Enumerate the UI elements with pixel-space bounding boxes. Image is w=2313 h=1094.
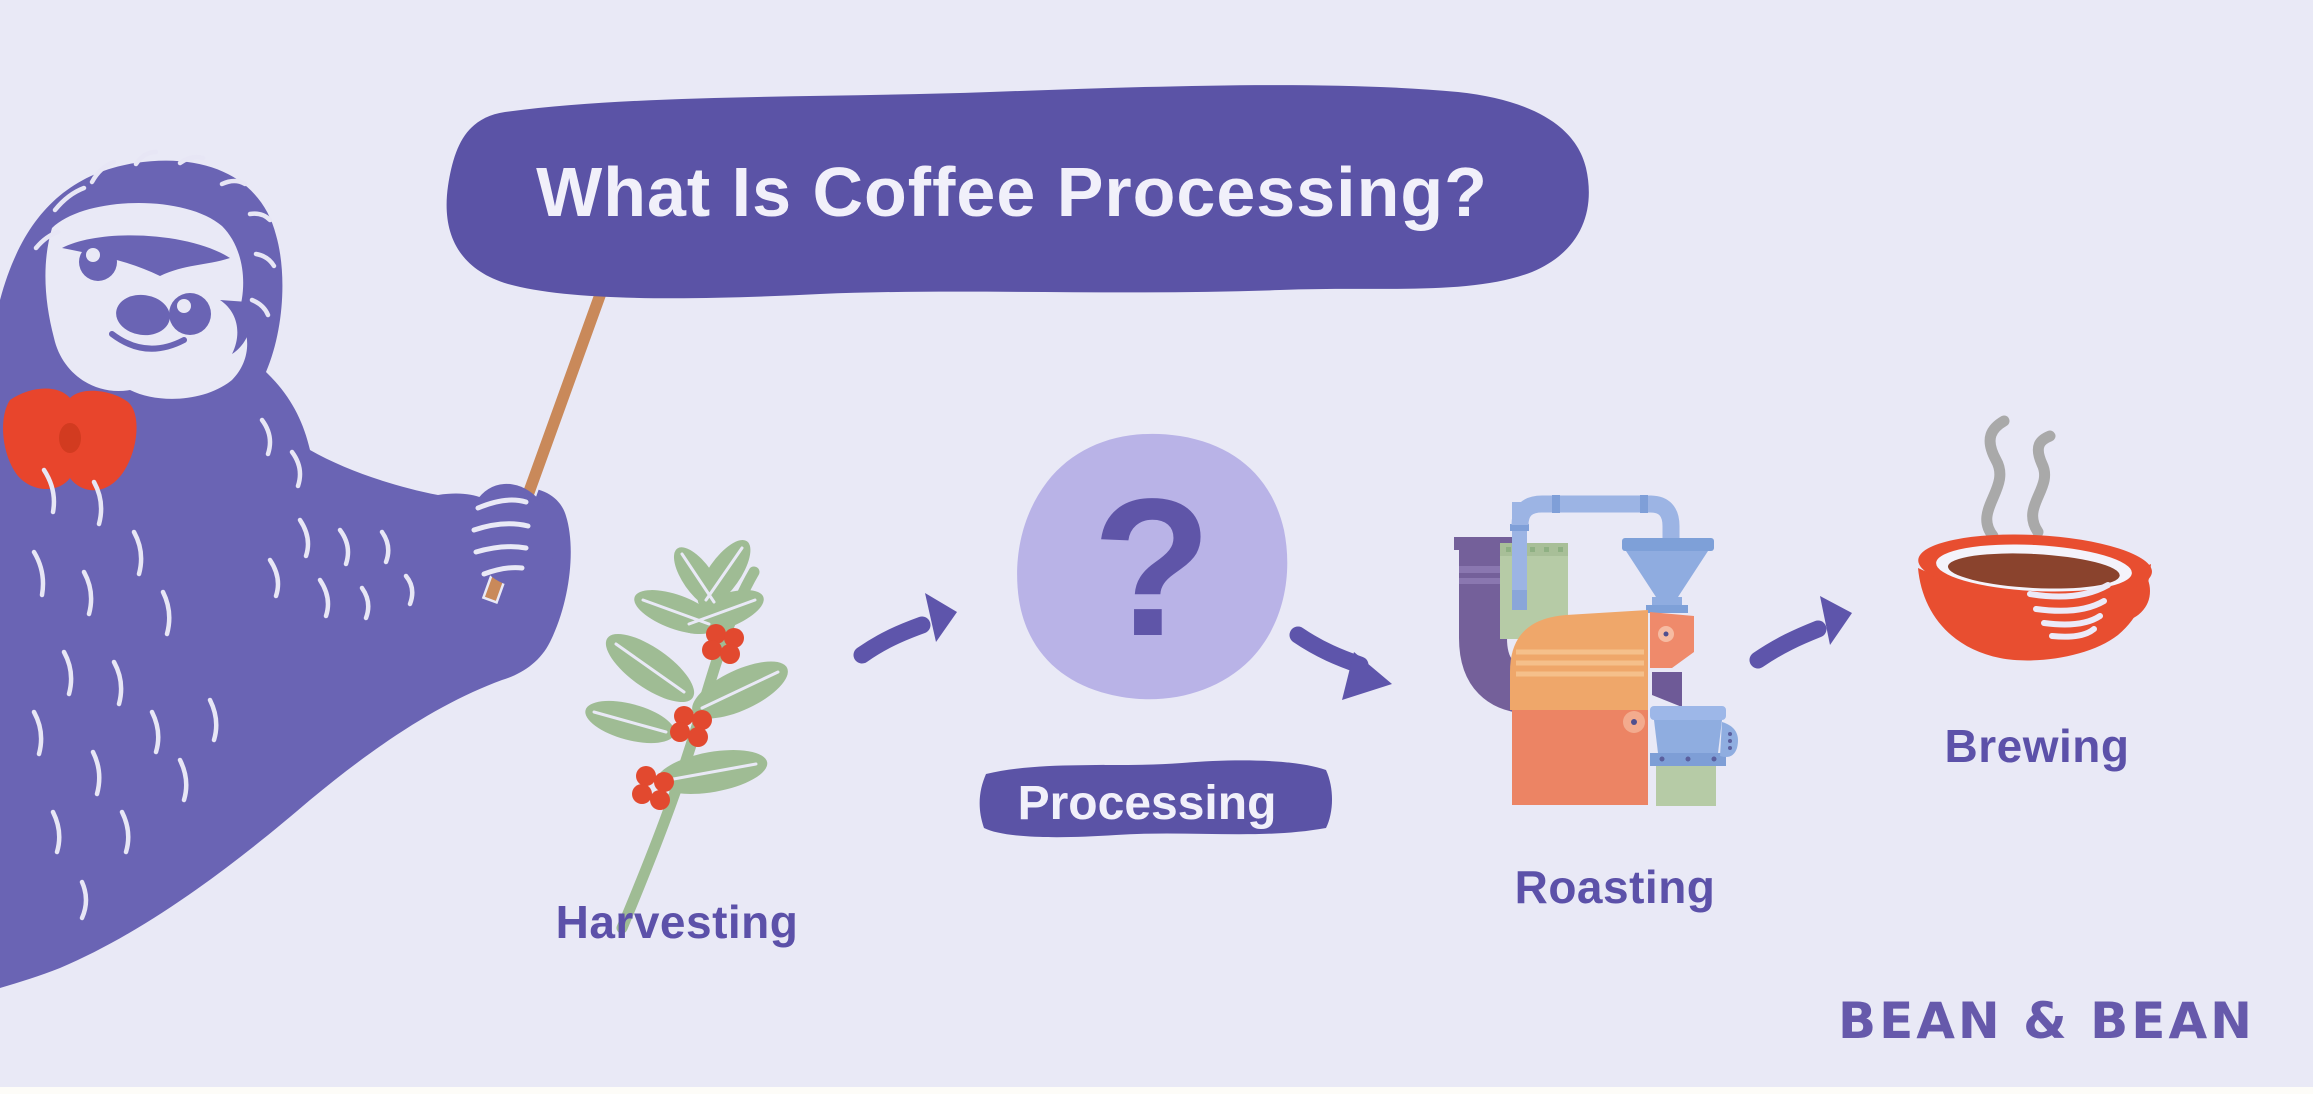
roaster-base [1656, 766, 1716, 806]
roaster-tray [1650, 706, 1738, 766]
sloth-nose [116, 294, 170, 336]
branch-leaves [585, 539, 788, 794]
flow-arrow-1 [853, 593, 957, 664]
sloth-hand-grip [468, 483, 556, 587]
bottom-edge-strip [0, 1087, 2313, 1094]
coffee-berries [632, 624, 744, 810]
steam-lines [1981, 415, 2056, 542]
roaster-funnel-rim [1622, 538, 1714, 551]
stage-label-brewing: Brewing [1944, 720, 2130, 772]
bow-tie-knot [59, 423, 81, 453]
roaster-body-top [1510, 610, 1648, 710]
sloth-left-eye [86, 248, 100, 262]
sloth-left-eye-patch [79, 243, 117, 281]
roasting-machine-icon [1454, 495, 1738, 806]
question-mark-icon: ? [1092, 457, 1212, 677]
coffee-surface [1947, 553, 2120, 589]
stage-label-roasting: Roasting [1514, 861, 1716, 913]
flow-arrow-3 [1749, 596, 1852, 669]
sloth-fur-lines [31, 149, 415, 921]
sloth-right-eye [177, 299, 191, 313]
roaster-funnel [1626, 551, 1708, 597]
processing-label-banner-blob [979, 760, 1333, 838]
leaf-veins [592, 546, 780, 782]
roaster-wedge [1652, 672, 1682, 707]
coffee-cup-icon [1918, 415, 2152, 661]
stage-label-processing: Processing [1017, 776, 1277, 830]
roaster-top-pipe [1511, 495, 1680, 540]
title-banner-blob [446, 85, 1589, 299]
page-title: What Is Coffee Processing? [536, 153, 1488, 231]
stage-label-harvesting: Harvesting [555, 896, 799, 948]
roaster-chute [1650, 612, 1694, 668]
sloth-cheek [220, 300, 252, 354]
sloth-right-eye-patch [169, 293, 211, 335]
coffee-branch-icon [585, 539, 788, 934]
cup-highlights [2027, 582, 2111, 640]
sloth-mascot-illustration [0, 149, 571, 988]
processing-blob [1017, 433, 1288, 700]
flow-arrow-2 [1289, 626, 1392, 700]
brand-wordmark: BEAN & BEAN [1837, 992, 2255, 1050]
sloth-smile [109, 331, 187, 352]
